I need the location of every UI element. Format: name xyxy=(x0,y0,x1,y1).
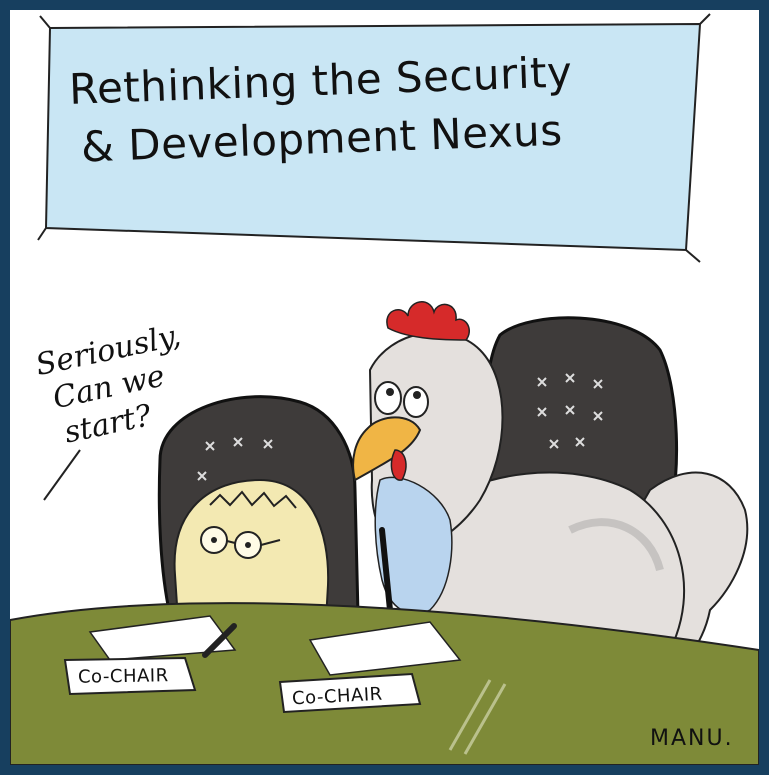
chicken-chest xyxy=(374,476,453,615)
chair-right-tufts xyxy=(537,373,603,449)
chicken-eyes xyxy=(374,381,429,418)
chicken-wing-shade xyxy=(568,518,664,572)
cartoon-stage: Rethinking the Security & Development Ne… xyxy=(10,10,759,765)
banner-rope-left xyxy=(37,15,51,241)
chicken-comb xyxy=(386,301,470,341)
placard-right xyxy=(278,672,422,714)
placard-left xyxy=(63,656,197,696)
paper-right xyxy=(308,621,462,676)
cartoon-drawing xyxy=(10,13,759,765)
speech-pointer xyxy=(43,449,81,501)
egg-hair xyxy=(209,490,297,509)
paper-left xyxy=(88,615,237,661)
table-glare xyxy=(448,679,507,755)
placard-left-label: Co-CHAIR xyxy=(77,665,169,688)
artist-signature: MANU. xyxy=(650,726,734,751)
banner-title: Rethinking the Security & Development Ne… xyxy=(68,39,692,177)
chair-left-tufts xyxy=(197,437,273,481)
chicken-wattle xyxy=(390,449,407,481)
banner-rope-right xyxy=(685,13,711,263)
table-pen xyxy=(202,623,237,658)
